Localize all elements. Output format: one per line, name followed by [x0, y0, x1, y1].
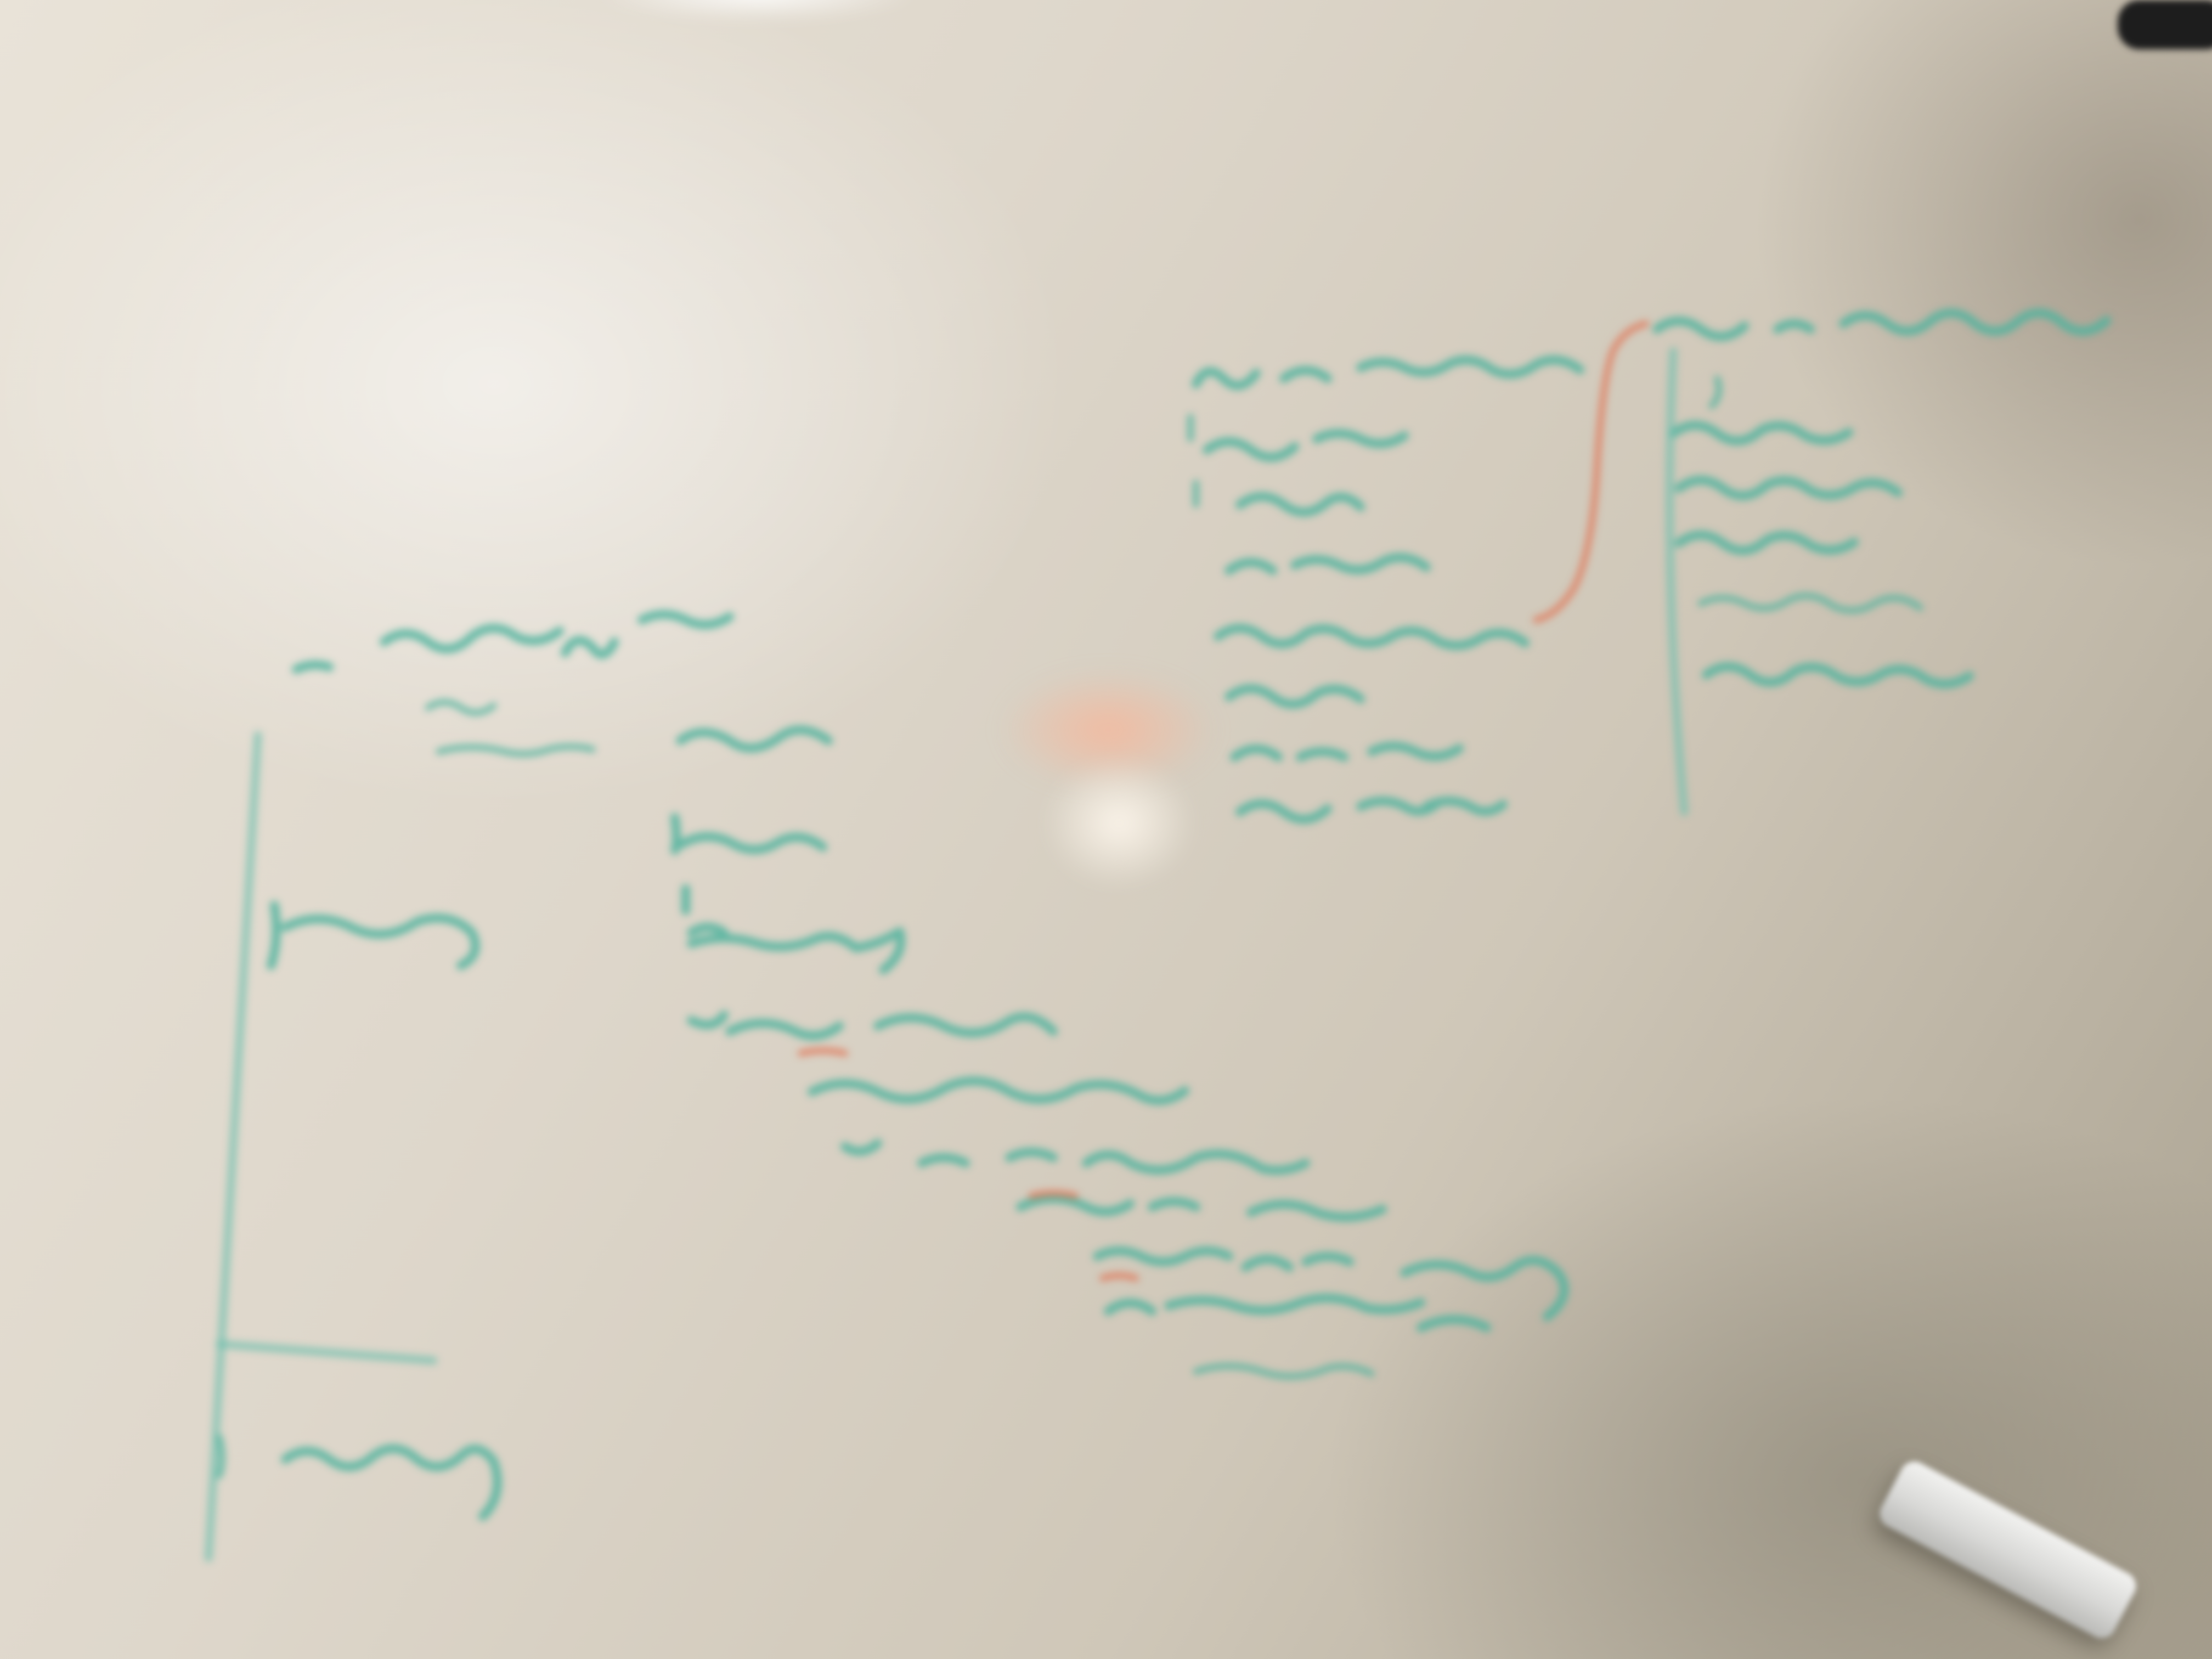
left-middle-scribbles — [267, 813, 1569, 1380]
left-bottom-scribble — [216, 1434, 502, 1521]
right-list — [1652, 308, 2111, 816]
marker-cap — [2118, 0, 2212, 49]
light-glare-center — [1042, 757, 1196, 889]
red-accents — [798, 320, 1649, 1282]
left-heading-scribble — [292, 610, 833, 757]
right-middle-list — [1187, 356, 1584, 824]
left-vertical-line — [205, 731, 437, 1562]
